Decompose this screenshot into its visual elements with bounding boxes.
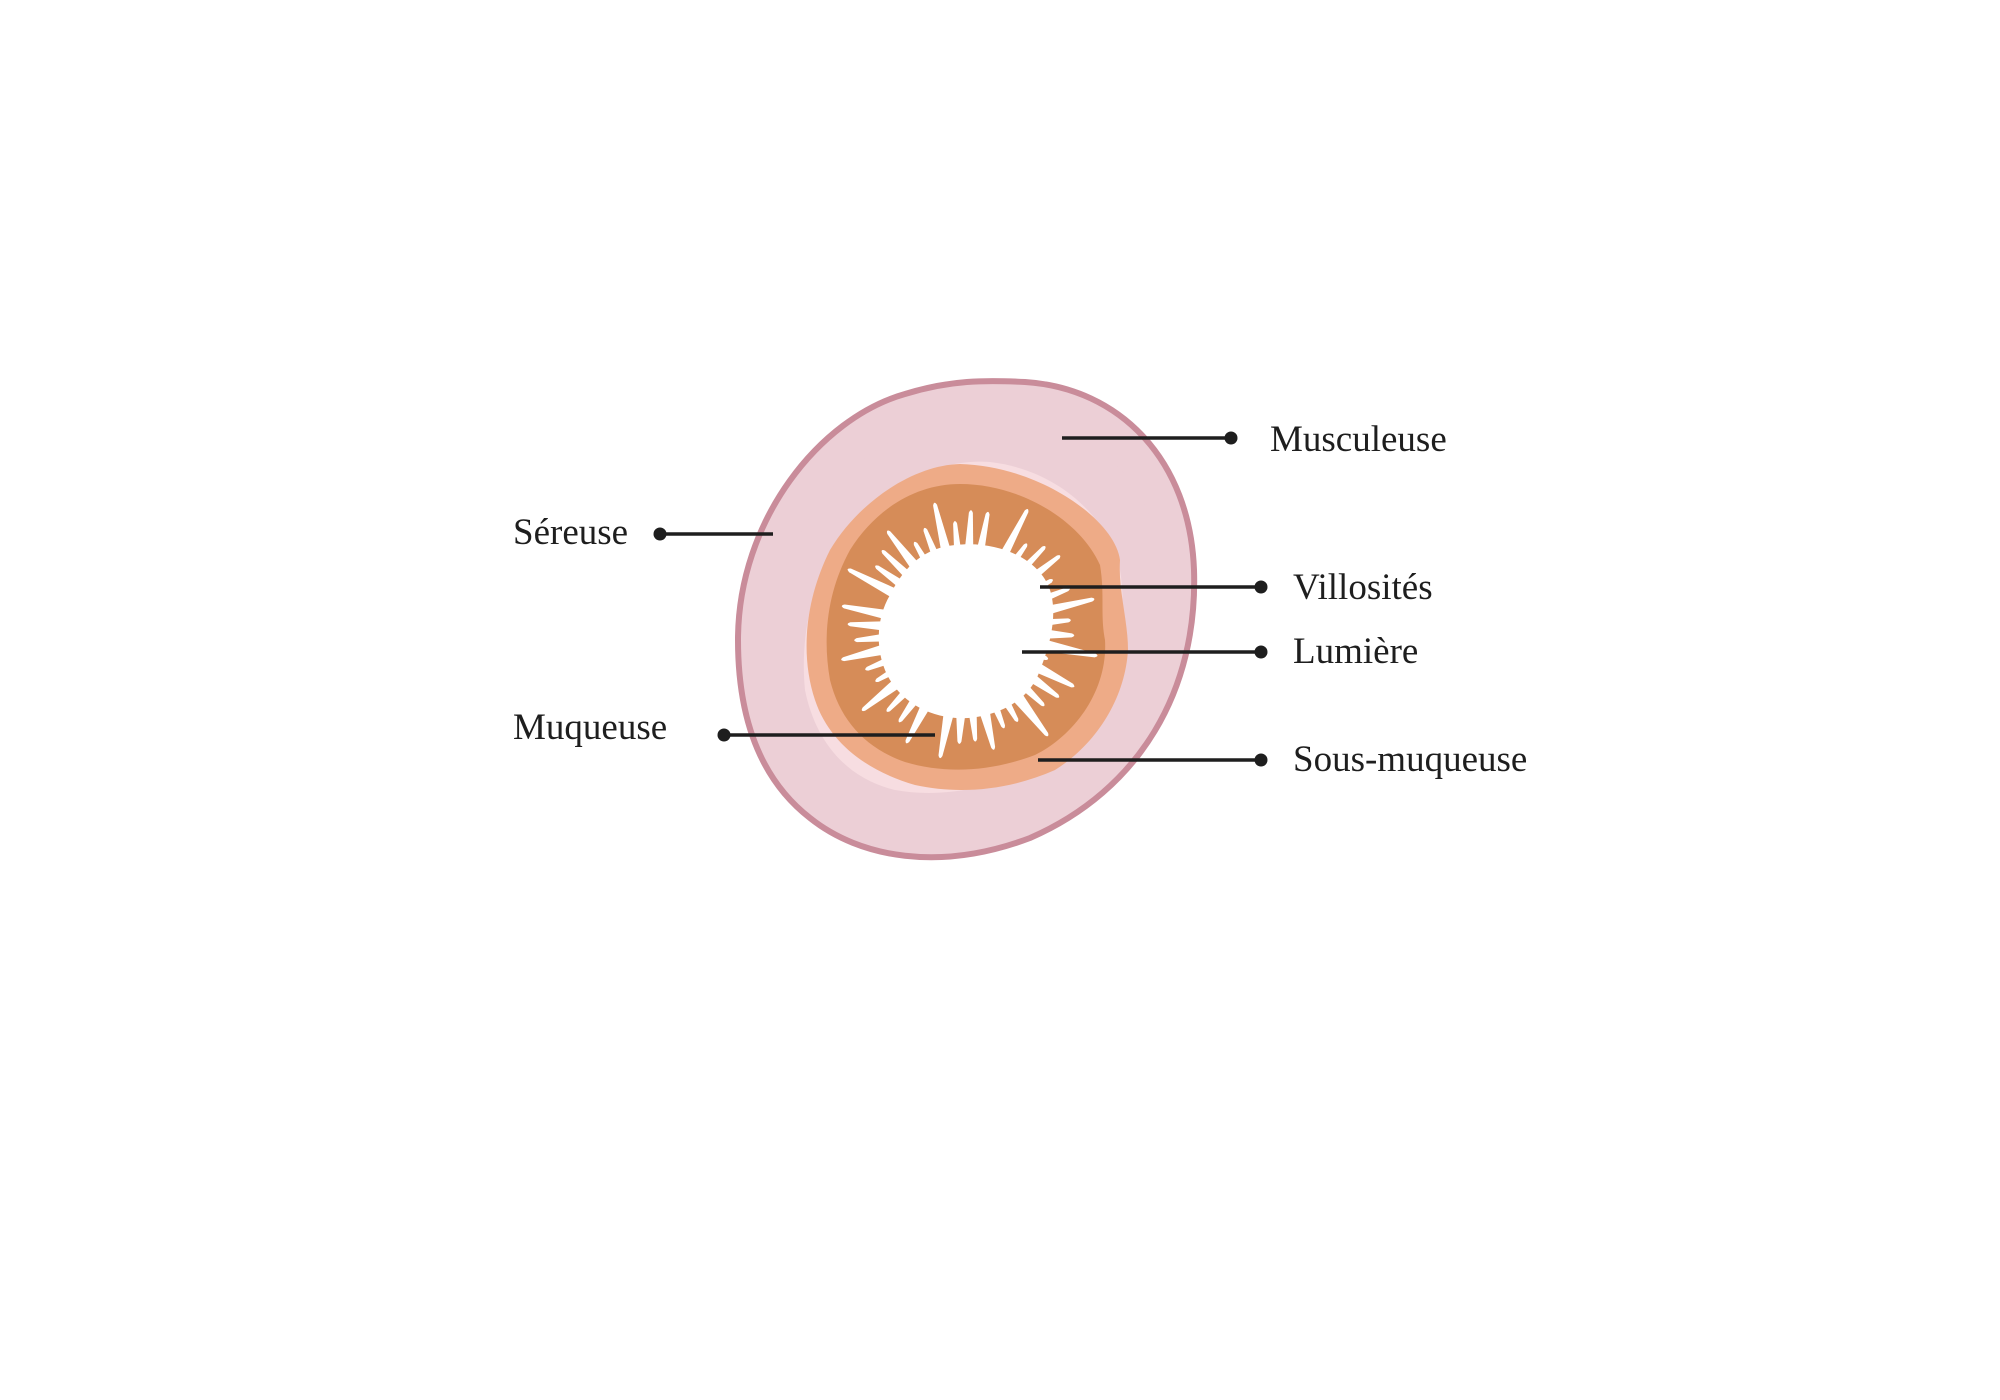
villus — [992, 543, 1028, 589]
villus — [962, 673, 978, 742]
villus — [861, 667, 915, 712]
villus — [970, 547, 995, 601]
serosa-leader-dot — [653, 527, 667, 541]
villus — [992, 579, 1053, 618]
villus — [969, 511, 990, 580]
mucosa-leader-dot — [717, 728, 731, 742]
label-lumen: Lumière — [1022, 631, 1418, 672]
villus — [973, 664, 1005, 729]
lumen-leader-dot — [1254, 645, 1268, 659]
mucosa-label: Muqueuse — [513, 707, 667, 748]
villi-label: Villosités — [1293, 567, 1433, 608]
muscularis-leader-dot — [1224, 431, 1238, 445]
villus — [933, 502, 955, 565]
villus — [1006, 618, 1071, 632]
villus — [881, 550, 935, 602]
villus — [936, 657, 962, 710]
villus — [841, 604, 911, 626]
label-mucosa: Muqueuse — [513, 707, 935, 748]
villus — [847, 568, 912, 607]
submucosa-label: Sous-muqueuse — [1293, 739, 1527, 780]
villus — [955, 690, 969, 744]
villus — [854, 627, 922, 643]
villus — [905, 679, 944, 744]
villi-leader-dot — [1254, 580, 1268, 594]
villus — [962, 510, 974, 569]
villus — [886, 601, 938, 626]
villus — [841, 639, 902, 662]
villus — [953, 521, 967, 587]
villus — [1003, 682, 1049, 737]
villus — [992, 656, 1045, 707]
villus — [991, 508, 1029, 573]
label-villi: Villosités — [1040, 567, 1433, 608]
villus — [1011, 587, 1070, 616]
villus — [923, 527, 953, 589]
villus — [875, 565, 923, 603]
villus — [1011, 649, 1075, 688]
villus — [847, 620, 904, 634]
villus — [1006, 657, 1060, 698]
intestine-layers — [734, 378, 1198, 861]
villus — [1030, 597, 1095, 620]
villus — [886, 659, 938, 712]
serosa-label: Séreuse — [513, 512, 628, 553]
villus — [1023, 625, 1075, 640]
villus — [865, 639, 928, 671]
villi-group — [841, 502, 1098, 759]
label-muscularis: Musculeuse — [1062, 419, 1447, 460]
villus — [1012, 555, 1061, 595]
villus — [938, 689, 960, 759]
label-serosa: Séreuse — [513, 512, 773, 553]
villus — [994, 545, 1046, 599]
submucosa-leader-dot — [1254, 753, 1268, 767]
muscularis-label: Musculeuse — [1270, 419, 1447, 460]
label-submucosa: Sous-muqueuse — [1038, 739, 1527, 780]
villus — [898, 672, 938, 723]
villus — [886, 530, 929, 581]
lumen-label: Lumière — [1293, 631, 1418, 672]
villus — [973, 692, 996, 750]
